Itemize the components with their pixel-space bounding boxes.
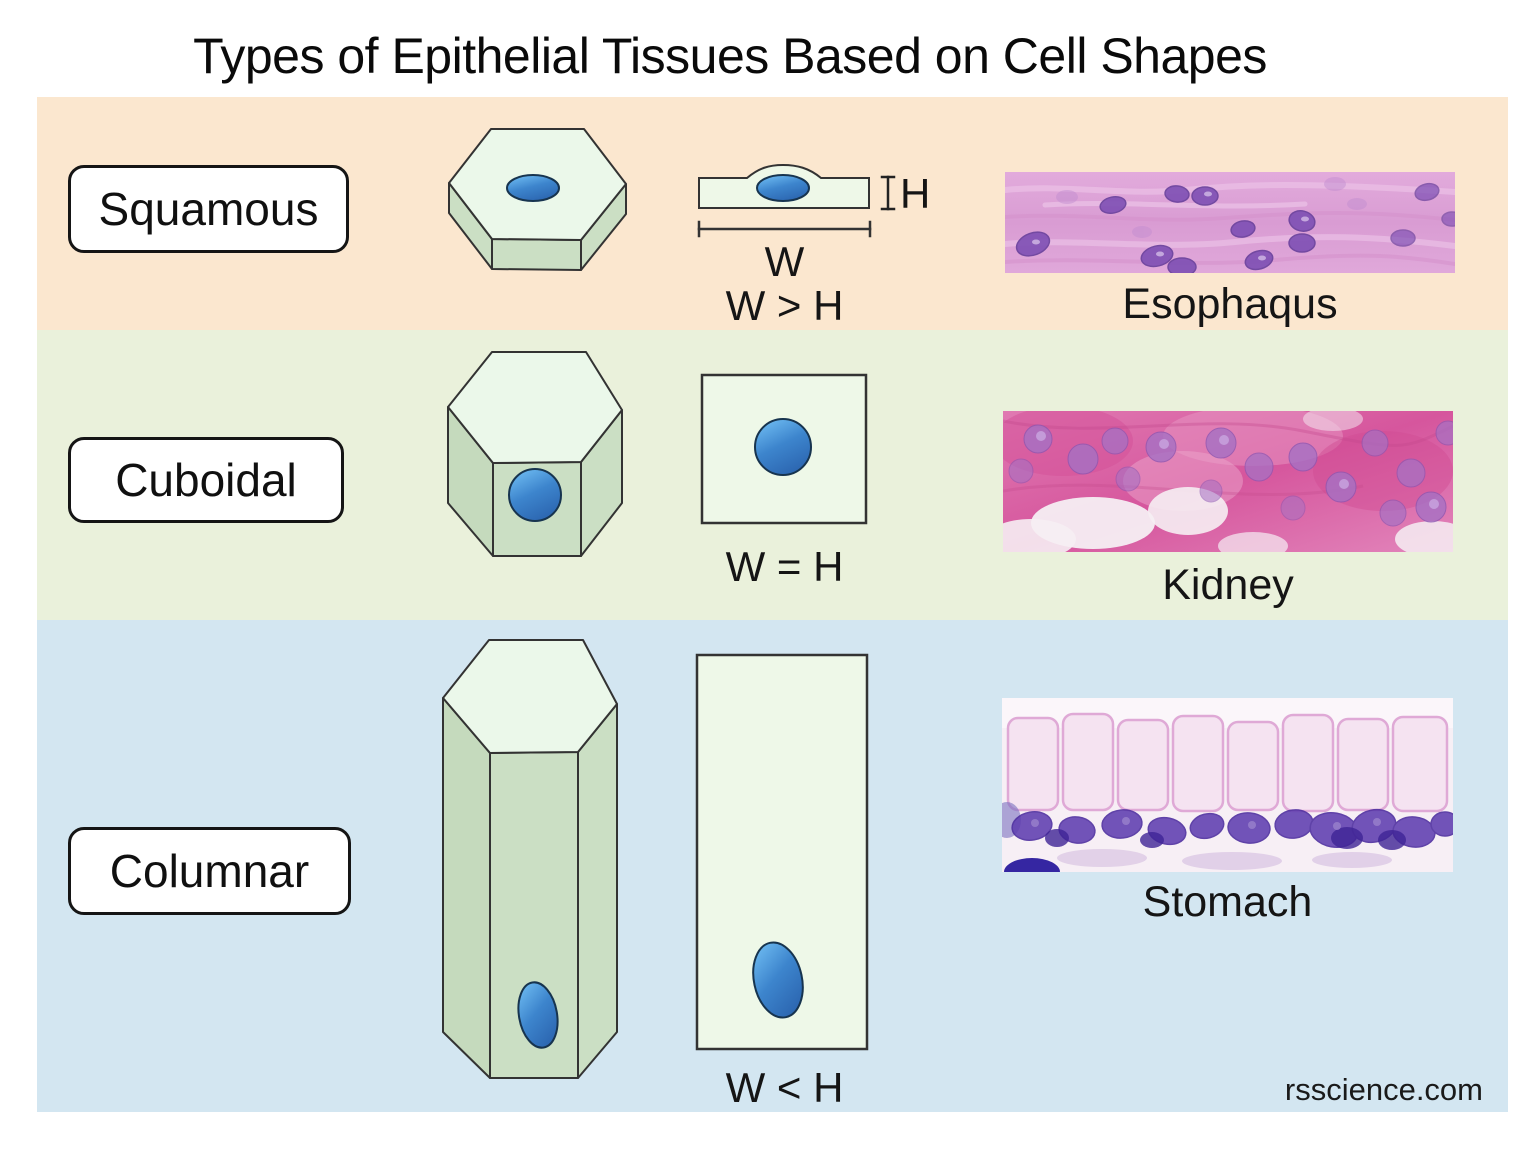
stomach-tissue-micrograph <box>1002 698 1453 872</box>
cell-nucleus <box>506 174 560 202</box>
cuboidal-side-view-diagram <box>700 373 868 525</box>
esophagus-tissue-micrograph <box>1005 172 1455 273</box>
tissue-nuclei <box>1015 182 1455 273</box>
page-title: Types of Epithelial Tissues Based on Cel… <box>193 28 1267 84</box>
faint-nuclei <box>1056 177 1367 238</box>
width-letter: W <box>764 238 805 285</box>
watermark: rsscience.com <box>1284 1072 1483 1107</box>
tissue-smudges <box>1057 849 1392 870</box>
cell-side-face <box>491 238 582 271</box>
example-label-esophagus: Esophaqus <box>1122 280 1338 328</box>
example-label-stomach: Stomach <box>1142 878 1313 926</box>
height-letter: H <box>900 170 931 217</box>
dark-nuclei-clumps <box>1045 827 1406 850</box>
row-label-squamous: Squamous <box>68 165 349 253</box>
nuclei-highlights <box>1032 191 1309 261</box>
nuclei-highlights <box>1031 817 1381 830</box>
nuclei-highlights <box>1036 431 1439 509</box>
white-lumen-patches <box>1003 411 1453 552</box>
dimension-note-columnar: W < H <box>725 1064 844 1111</box>
cuboidal-cell-3d-diagram <box>447 351 623 557</box>
width-measure-line <box>697 220 872 238</box>
dimension-note-squamous: W > H <box>725 282 844 329</box>
columnar-cell-3d-diagram <box>442 639 618 1079</box>
cell-top-face <box>442 639 618 754</box>
tissue-nuclei <box>1008 420 1453 527</box>
row-label-columnar: Columnar <box>68 827 351 915</box>
tissue-streaks <box>1005 182 1455 266</box>
row-label-cuboidal: Cuboidal <box>68 437 344 523</box>
squamous-cell-3d-diagram <box>448 128 627 271</box>
cell-nucleus <box>508 468 562 522</box>
columnar-cell-outlines <box>1006 712 1449 813</box>
cell-nucleus <box>752 941 804 1019</box>
dimension-note-cuboidal: W = H <box>725 543 844 590</box>
height-measure-bracket <box>880 175 896 211</box>
cell-nucleus <box>756 174 810 202</box>
cell-side-face <box>577 703 618 1079</box>
tissue-dark-blob <box>1004 858 1060 872</box>
example-label-kidney: Kidney <box>1162 561 1294 609</box>
cell-nucleus <box>517 981 559 1049</box>
cell-nucleus <box>754 418 812 476</box>
cell-side-face <box>442 697 491 1079</box>
kidney-tissue-micrograph <box>1003 411 1453 552</box>
cell-top-face <box>447 351 623 464</box>
columnar-side-view-diagram <box>695 653 869 1051</box>
squamous-side-view-diagram <box>698 163 870 209</box>
